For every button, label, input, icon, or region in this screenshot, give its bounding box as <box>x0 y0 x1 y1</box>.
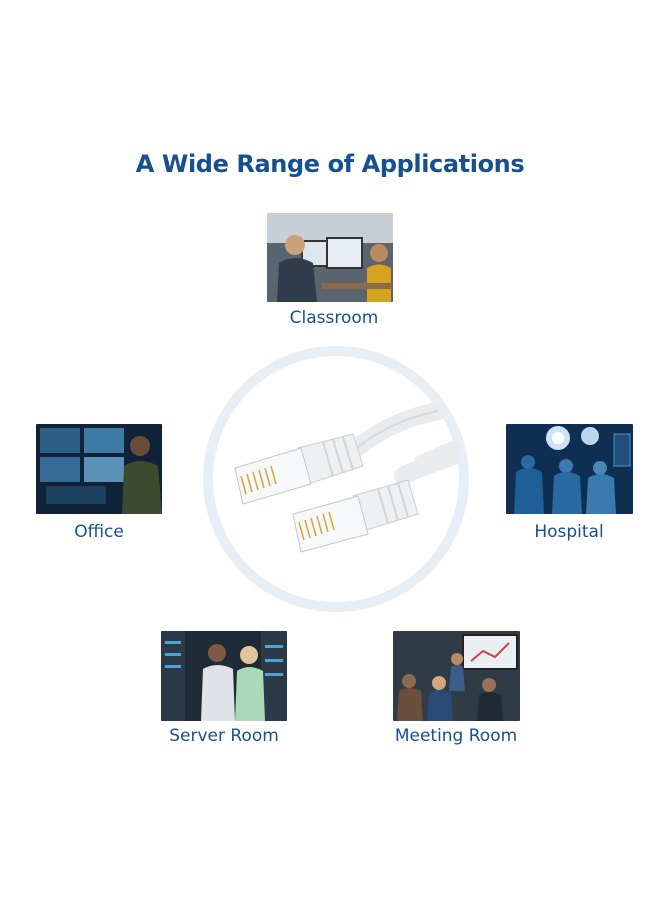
classroom-photo <box>267 213 393 302</box>
ethernet-cable-image <box>234 402 459 553</box>
hospital-label: Hospital <box>534 522 604 542</box>
page-title: A Wide Range of Applications <box>135 150 525 178</box>
meeting-room-label: Meeting Room <box>394 726 518 746</box>
classroom-label: Classroom <box>289 308 379 328</box>
meeting-room-photo <box>393 631 520 721</box>
server-room-label: Server Room <box>169 726 279 746</box>
office-label: Office <box>74 522 124 542</box>
server-room-photo <box>161 631 287 721</box>
hospital-photo <box>506 424 633 514</box>
office-photo <box>36 424 162 514</box>
